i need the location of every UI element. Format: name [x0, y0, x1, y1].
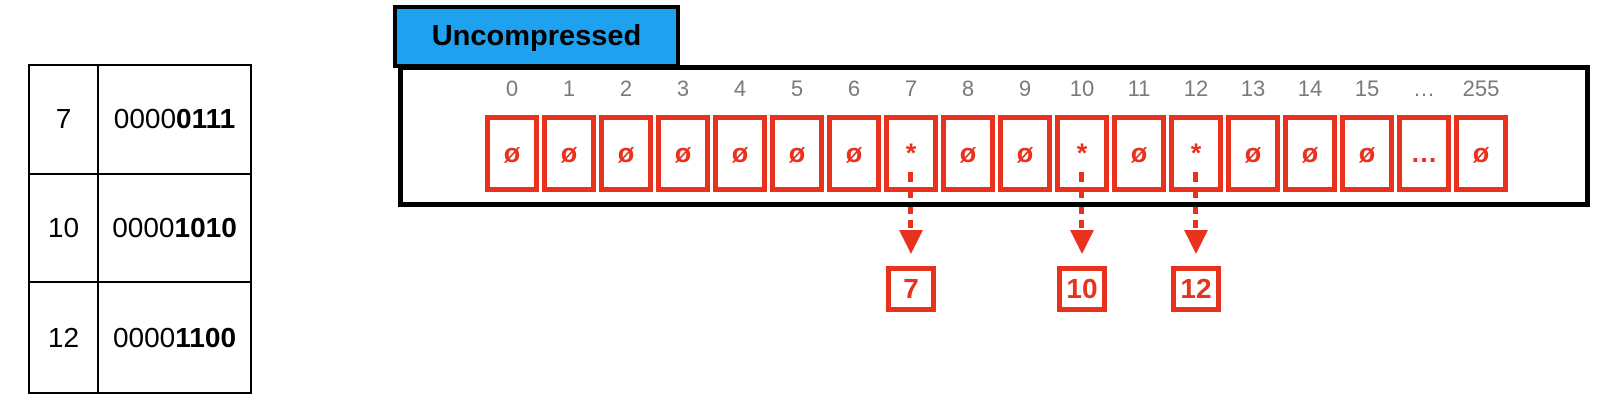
array-cell-empty: ø	[770, 115, 824, 192]
index-label: 10	[1069, 76, 1095, 101]
pointer-value-box: 12	[1171, 266, 1221, 312]
index-label-ellipsis: …	[1413, 76, 1435, 101]
arrow-head-icon	[899, 230, 923, 254]
array-cell-empty: ø	[1340, 115, 1394, 192]
index-label: 0	[505, 76, 519, 101]
bits-prefix: 0000	[112, 211, 175, 243]
array-cell-empty: ø	[941, 115, 995, 192]
pointer-value-box: 10	[1057, 266, 1107, 312]
uncompressed-label: Uncompressed	[393, 5, 680, 68]
index-label: 14	[1297, 76, 1323, 101]
index-label: 5	[790, 76, 804, 101]
array-cell-occupied: *	[884, 115, 938, 192]
index-label: 3	[676, 76, 690, 101]
cell-row: ø ø ø ø ø ø ø * ø ø * ø * ø ø ø … ø	[485, 115, 1508, 192]
index-label: 7	[904, 76, 918, 101]
array-cell-empty: ø	[1454, 115, 1508, 192]
array-cell-empty: ø	[485, 115, 539, 192]
index-label: 15	[1354, 76, 1380, 101]
array-cell-ellipsis: …	[1397, 115, 1451, 192]
array-cell-empty: ø	[1112, 115, 1166, 192]
arrow-head-icon	[1184, 230, 1208, 254]
index-label: 13	[1240, 76, 1266, 101]
array-cell-occupied: *	[1055, 115, 1109, 192]
bits-lownibble: 0111	[176, 103, 236, 135]
bits-prefix: 0000	[112, 321, 176, 353]
index-label: 6	[847, 76, 861, 101]
array-cell-empty: ø	[599, 115, 653, 192]
arrow-head-icon	[1070, 230, 1094, 254]
index-label: 12	[1183, 76, 1209, 101]
index-row: 0 1 2 3 4 5 6 7 8 9 10 11 12 13 14 15 … …	[485, 76, 1508, 102]
index-label: 2	[619, 76, 633, 101]
array-cell-empty: ø	[713, 115, 767, 192]
bits-lownibble: 1010	[174, 211, 237, 243]
bits-lownibble: 1100	[175, 321, 237, 353]
index-label: 8	[961, 76, 975, 101]
arrow-dash-line	[1079, 172, 1084, 228]
value-cell: 12	[30, 283, 99, 392]
array-cell-empty: ø	[827, 115, 881, 192]
array-cell-empty: ø	[542, 115, 596, 192]
array-outline-box	[398, 65, 1590, 207]
array-cell-occupied: *	[1169, 115, 1223, 192]
index-label: 4	[733, 76, 747, 101]
uncompressed-label-text: Uncompressed	[431, 20, 642, 52]
value-cell: 10	[30, 174, 99, 284]
index-label: 11	[1127, 76, 1151, 101]
pointer-value-box: 7	[886, 266, 936, 312]
arrow-dash-line	[1193, 172, 1198, 228]
index-label: 9	[1018, 76, 1032, 101]
arrow-dash-line	[908, 172, 913, 228]
array-cell-empty: ø	[656, 115, 710, 192]
value-cell: 7	[30, 66, 99, 175]
array-cell-empty: ø	[1226, 115, 1280, 192]
index-label: 255	[1462, 76, 1500, 101]
bits-prefix: 0000	[113, 103, 177, 135]
array-cell-empty: ø	[998, 115, 1052, 192]
index-label: 1	[562, 76, 576, 101]
array-cell-empty: ø	[1283, 115, 1337, 192]
